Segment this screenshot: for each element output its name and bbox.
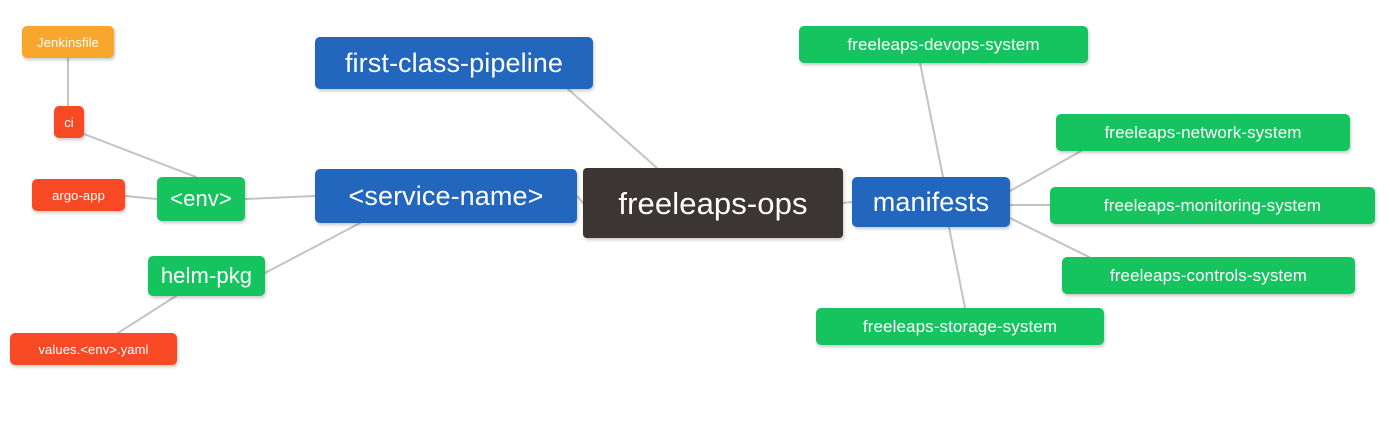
edge-root-to-pipeline [567, 88, 658, 169]
edge-manifests-to-storage [948, 226, 966, 309]
mindmap-node-label-pipeline: first-class-pipeline [344, 47, 564, 78]
mindmap-node-label-jenkinsfile: Jenkinsfile [37, 34, 99, 50]
mindmap-node-label-argoapp: argo-app [52, 187, 105, 203]
mindmap-node-label-values: values.<env>.yaml [38, 341, 149, 357]
mindmap-node-label-network: freeleaps-network-system [1104, 123, 1302, 142]
mindmap-node-ci[interactable]: ci [54, 106, 84, 138]
mindmap-node-jenkinsfile[interactable]: Jenkinsfile [22, 26, 114, 58]
mindmap-node-label-devops: freeleaps-devops-system [847, 35, 1040, 54]
edge-service-to-env [244, 195, 316, 200]
mindmap-node-label-controls: freeleaps-controls-system [1109, 266, 1308, 285]
mindmap-node-env[interactable]: <env> [157, 177, 245, 221]
mindmap-node-label-helm: helm-pkg [160, 263, 253, 288]
mindmap-node-root[interactable]: freeleaps-ops [583, 168, 843, 238]
mindmap-node-label-root: freeleaps-ops [618, 185, 808, 221]
mindmap-node-storage[interactable]: freeleaps-storage-system [816, 308, 1104, 345]
edge-manifests-to-devops [919, 62, 944, 178]
mindmap-node-monitoring[interactable]: freeleaps-monitoring-system [1050, 187, 1375, 224]
edge-root-to-manifests [842, 201, 853, 204]
mindmap-node-label-monitoring: freeleaps-monitoring-system [1103, 196, 1322, 215]
mindmap-node-pipeline[interactable]: first-class-pipeline [315, 37, 593, 89]
mindmap-node-argoapp[interactable]: argo-app [32, 179, 125, 211]
mindmap-node-label-manifests: manifests [872, 186, 990, 217]
mindmap-node-manifests[interactable]: manifests [852, 177, 1010, 227]
mindmap-node-label-ci: ci [64, 114, 74, 130]
mindmap-node-label-storage: freeleaps-storage-system [862, 317, 1058, 336]
mindmap-node-service[interactable]: <service-name> [315, 169, 577, 223]
edge-env-to-argoapp [124, 195, 158, 200]
edge-service-to-helm [264, 222, 361, 274]
mindmap-node-label-env: <env> [170, 186, 232, 211]
edge-env-to-ci [83, 133, 197, 178]
mindmap-node-devops[interactable]: freeleaps-devops-system [799, 26, 1088, 63]
mindmap-node-network[interactable]: freeleaps-network-system [1056, 114, 1350, 151]
edge-manifests-to-network [1009, 150, 1082, 192]
edge-helm-to-values [117, 295, 177, 334]
mindmap-node-controls[interactable]: freeleaps-controls-system [1062, 257, 1355, 294]
mindmap-node-values[interactable]: values.<env>.yaml [10, 333, 177, 365]
mindmap-node-label-service: <service-name> [348, 180, 544, 211]
mindmap-node-helm[interactable]: helm-pkg [148, 256, 265, 296]
